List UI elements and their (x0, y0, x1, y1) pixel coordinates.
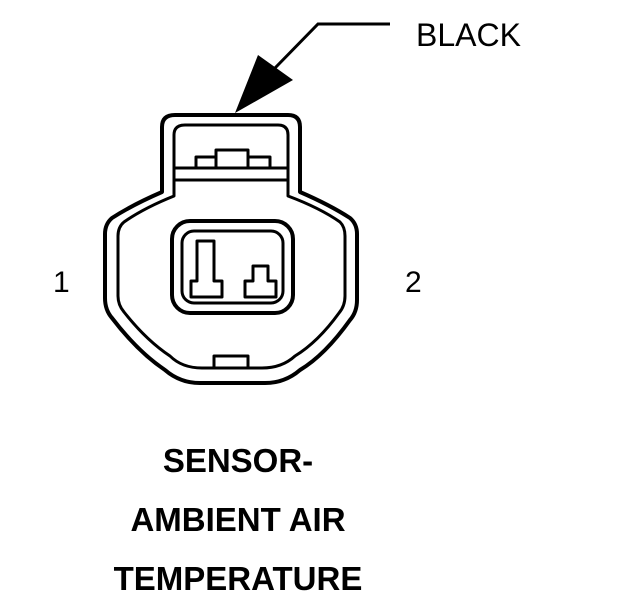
wire-color-label: BLACK (416, 17, 521, 53)
pin-2-label: 2 (405, 266, 422, 299)
bottom-key (212, 354, 250, 368)
mating-face (170, 219, 295, 315)
locking-tab (194, 148, 272, 168)
title-line-3: TEMPERATURE (114, 560, 363, 597)
leader-arrow (273, 22, 390, 70)
pin-1-label: 1 (53, 266, 70, 299)
title-line-1: SENSOR- (163, 442, 313, 479)
outer-housing (103, 113, 359, 385)
mating-face-inner (180, 229, 285, 305)
connector-body (103, 113, 359, 385)
pin-1-terminal (189, 239, 224, 299)
title-line-2: AMBIENT AIR (130, 501, 345, 538)
leader-line (273, 22, 390, 70)
pin-2-terminal (243, 264, 278, 299)
arrowhead (235, 55, 293, 113)
inner-housing (116, 123, 347, 370)
